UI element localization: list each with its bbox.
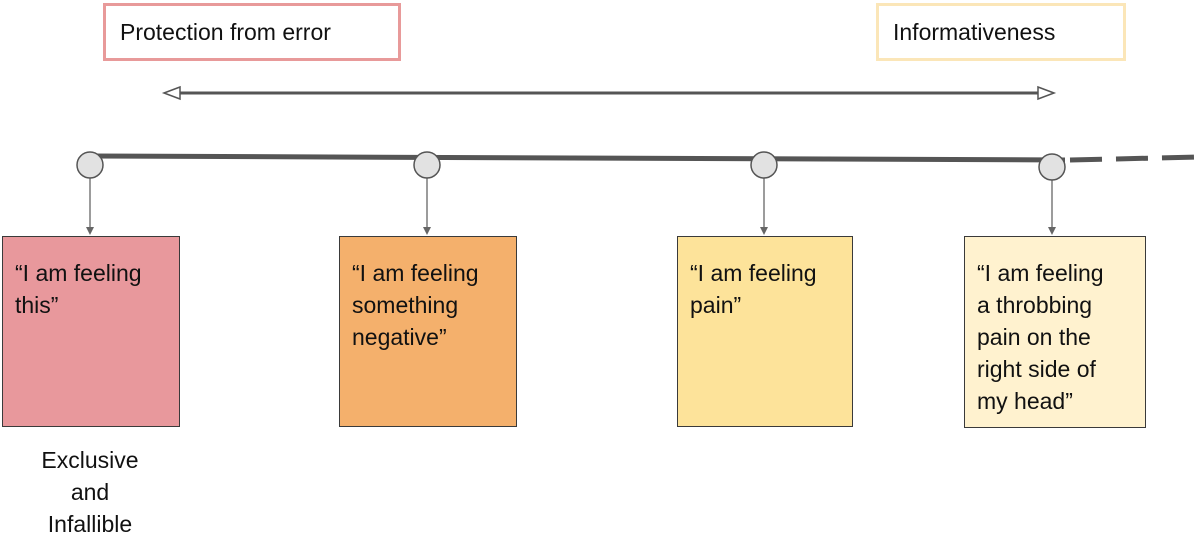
timeline-node-3 <box>1038 153 1066 181</box>
arrow-head-right <box>1037 85 1057 101</box>
timeline-node-2 <box>750 151 778 179</box>
statement-card-exclusive: “I am feeling this” <box>2 236 180 427</box>
timeline-node-0 <box>76 151 104 179</box>
timeline-node-1 <box>413 151 441 179</box>
timeline-line <box>89 153 1066 163</box>
informativeness-label: Informativeness <box>876 3 1126 61</box>
exclusive-infallible-note: Exclusive and Infallible <box>41 447 139 537</box>
protection-from-error-label: Protection from error <box>103 3 401 61</box>
timeline <box>89 153 1200 163</box>
statement-card-negative: “I am feeling something negative” <box>339 236 517 427</box>
connector-arrowhead-0 <box>86 227 94 235</box>
statement-card-pain: “I am feeling pain” <box>677 236 853 427</box>
timeline-dashed-extension <box>1069 154 1200 163</box>
statement-card-throbbing-pain: “I am feeling a throbbing pain on the ri… <box>964 236 1146 428</box>
connector-arrowhead-1 <box>423 227 431 235</box>
connector-arrowhead-2 <box>760 227 768 235</box>
connector-arrowhead-3 <box>1048 227 1056 235</box>
connectors <box>86 178 1056 235</box>
timeline-nodes <box>76 151 1066 181</box>
double-headed-arrow <box>161 85 1057 101</box>
arrow-head-left <box>161 85 181 101</box>
